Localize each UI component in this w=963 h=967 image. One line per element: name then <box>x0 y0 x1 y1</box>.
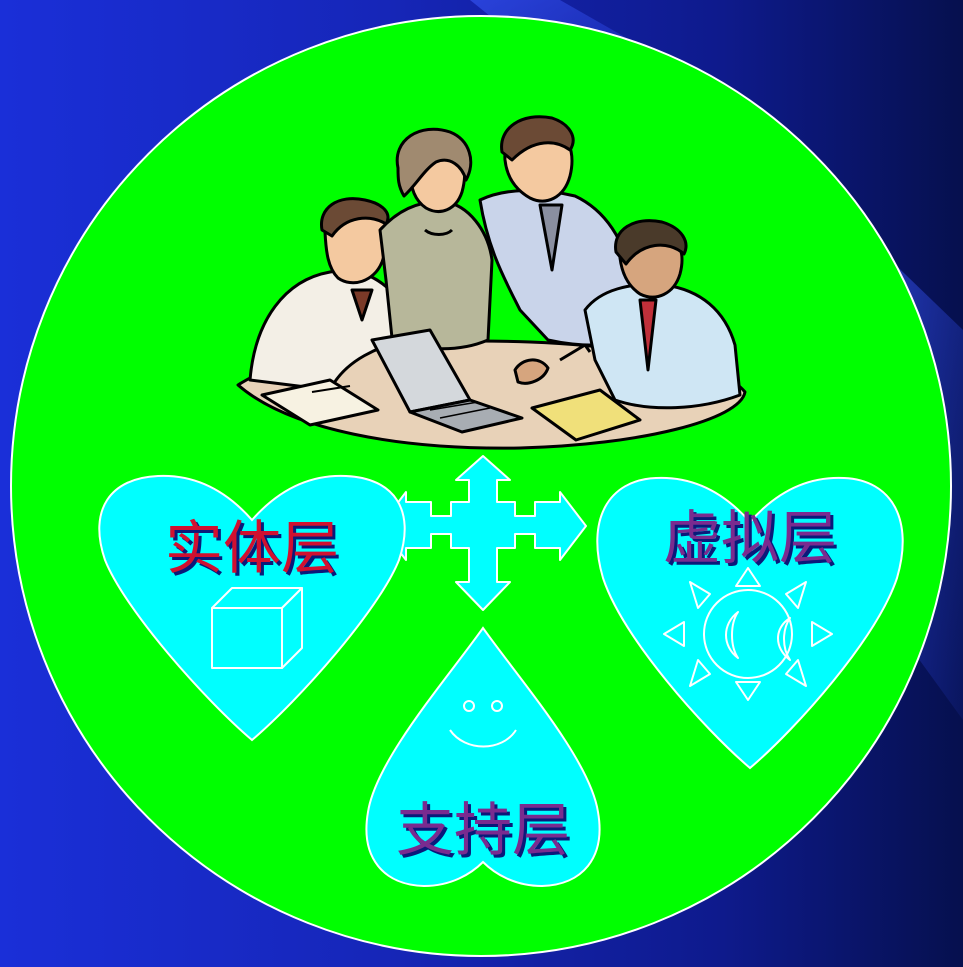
virtual-label: 虚拟层 <box>663 504 837 572</box>
sun-moon-icon <box>663 567 833 701</box>
smiley-face-icon <box>449 700 517 748</box>
entity-label-shadow: 实体层 <box>168 517 342 585</box>
support-drop-shape <box>365 626 601 888</box>
virtual-layer-node: 虚拟层 虚拟层 <box>596 476 904 770</box>
entity-layer-node: 实体层 实体层 <box>98 474 406 742</box>
support-label-shadow: 支持层 <box>399 799 573 867</box>
entity-label: 实体层 <box>165 514 339 582</box>
cube-icon <box>211 587 303 669</box>
support-label: 支持层 <box>396 796 570 864</box>
support-layer-node: 支持层 支持层 <box>365 626 601 888</box>
virtual-heart-shape <box>596 476 904 770</box>
four-way-arrow <box>379 455 587 611</box>
virtual-label-shadow: 虚拟层 <box>666 507 840 575</box>
business-team-clipart <box>236 115 747 450</box>
